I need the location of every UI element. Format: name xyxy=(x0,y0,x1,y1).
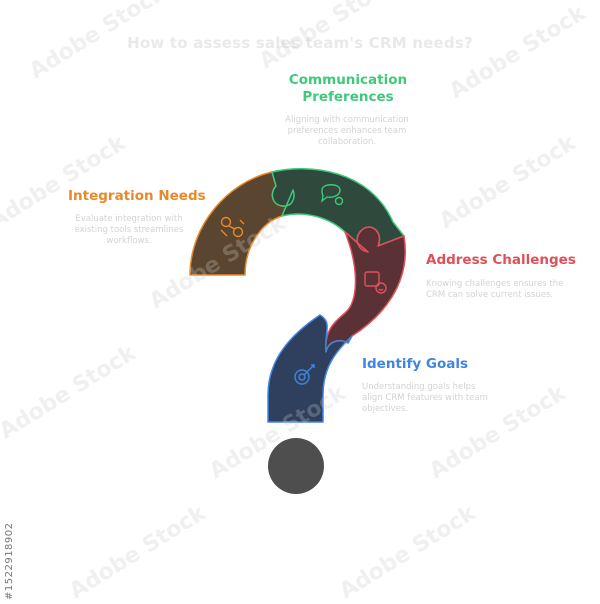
desc-integration-needs: Evaluate integration with existing tools… xyxy=(74,214,184,246)
desc-identify-goals: Understanding goals helps align CRM feat… xyxy=(362,382,488,414)
stock-id-credit: #1522918902 xyxy=(4,522,15,600)
desc-communication-preferences: Aligning with communication preferences … xyxy=(285,115,409,147)
gears-icon xyxy=(220,216,245,238)
question-mark-dot xyxy=(268,438,324,494)
segment-challenges xyxy=(325,226,406,353)
segment-communication xyxy=(271,167,405,253)
label-integration-needs: Integration Needs xyxy=(68,188,206,204)
label-communication-preferences: Communication Preferences xyxy=(288,72,408,105)
desc-address-challenges: Knowing challenges ensures the CRM can s… xyxy=(426,279,564,300)
puzzle-face-icon xyxy=(364,271,387,294)
label-identify-goals: Identify Goals xyxy=(362,356,469,372)
page-title: How to assess sales team's CRM needs? xyxy=(127,34,473,52)
label-address-challenges: Address Challenges xyxy=(426,252,576,268)
target-icon xyxy=(294,364,315,385)
chat-gear-icon xyxy=(320,184,344,206)
